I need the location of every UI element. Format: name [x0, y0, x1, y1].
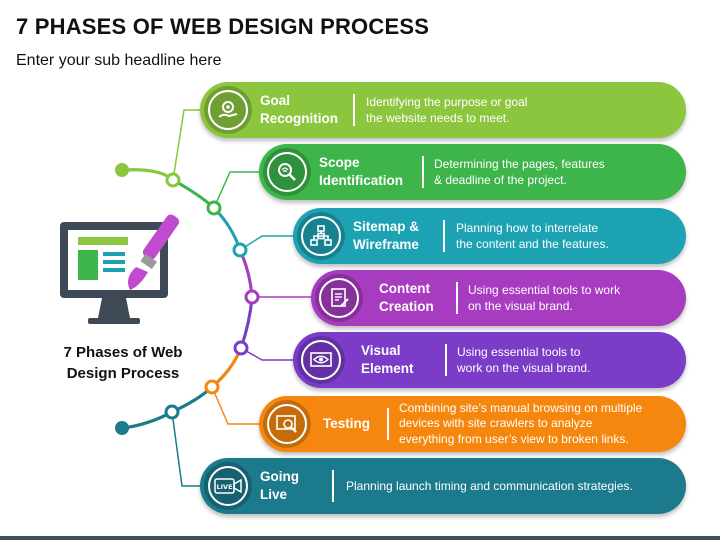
diagram-caption: 7 Phases of Web Design Process — [38, 342, 208, 384]
phase-title: Testing — [323, 416, 370, 431]
leader-visual — [240, 347, 296, 361]
divider — [445, 344, 447, 376]
live-video-icon: LIVE — [208, 466, 248, 506]
phase-description: Determining the pages, features& deadlin… — [434, 157, 605, 187]
divider — [387, 408, 389, 440]
page-subtitle: Enter your sub headline here — [16, 52, 222, 69]
leader-goal — [172, 109, 203, 181]
phase-sitemap-wireframe: Sitemap &Wireframe Planning how to inter… — [293, 208, 686, 264]
content-document-icon — [319, 278, 359, 318]
phase-title: Sitemap &Wireframe — [353, 219, 420, 252]
arc-segment-goal — [123, 168, 175, 182]
divider — [456, 282, 458, 314]
goal-gear-hand-icon — [208, 90, 248, 130]
leader-sitemap — [239, 235, 296, 251]
divider — [353, 94, 355, 126]
node-visual — [233, 340, 249, 356]
phase-description: Combining site’s manual browsing on mult… — [399, 400, 643, 446]
node-testing — [204, 379, 220, 395]
leader-testing — [211, 386, 262, 425]
leader-live — [171, 411, 203, 487]
svg-text:LIVE: LIVE — [216, 483, 232, 491]
fingerprint-magnifier-icon — [267, 152, 307, 192]
node-content — [244, 289, 260, 305]
page-title: 7 PHASES OF WEB DESIGN PROCESS — [16, 14, 430, 39]
visual-eye-screen-icon — [301, 340, 341, 380]
caption-line-2: Design Process — [66, 365, 180, 382]
divider — [422, 156, 424, 188]
phase-description: Planning launch timing and communication… — [346, 479, 633, 493]
divider — [443, 220, 445, 252]
node-live — [164, 404, 180, 420]
arc-segment-visual — [239, 296, 254, 349]
arc-end-dot — [115, 421, 129, 435]
phase-testing: Testing Combining site’s manual browsing… — [259, 396, 686, 452]
monitor-paintbrush-icon — [60, 214, 180, 324]
caption-line-1: 7 Phases of Web — [63, 344, 183, 361]
node-scope — [206, 200, 222, 216]
node-goal — [165, 172, 181, 188]
bottom-bar — [0, 536, 720, 540]
testing-magnifier-icon — [267, 404, 307, 444]
leader-scope — [213, 171, 262, 209]
sitemap-icon — [301, 216, 341, 256]
arc-start-dot — [115, 163, 129, 177]
divider — [332, 470, 334, 502]
node-sitemap — [232, 242, 248, 258]
